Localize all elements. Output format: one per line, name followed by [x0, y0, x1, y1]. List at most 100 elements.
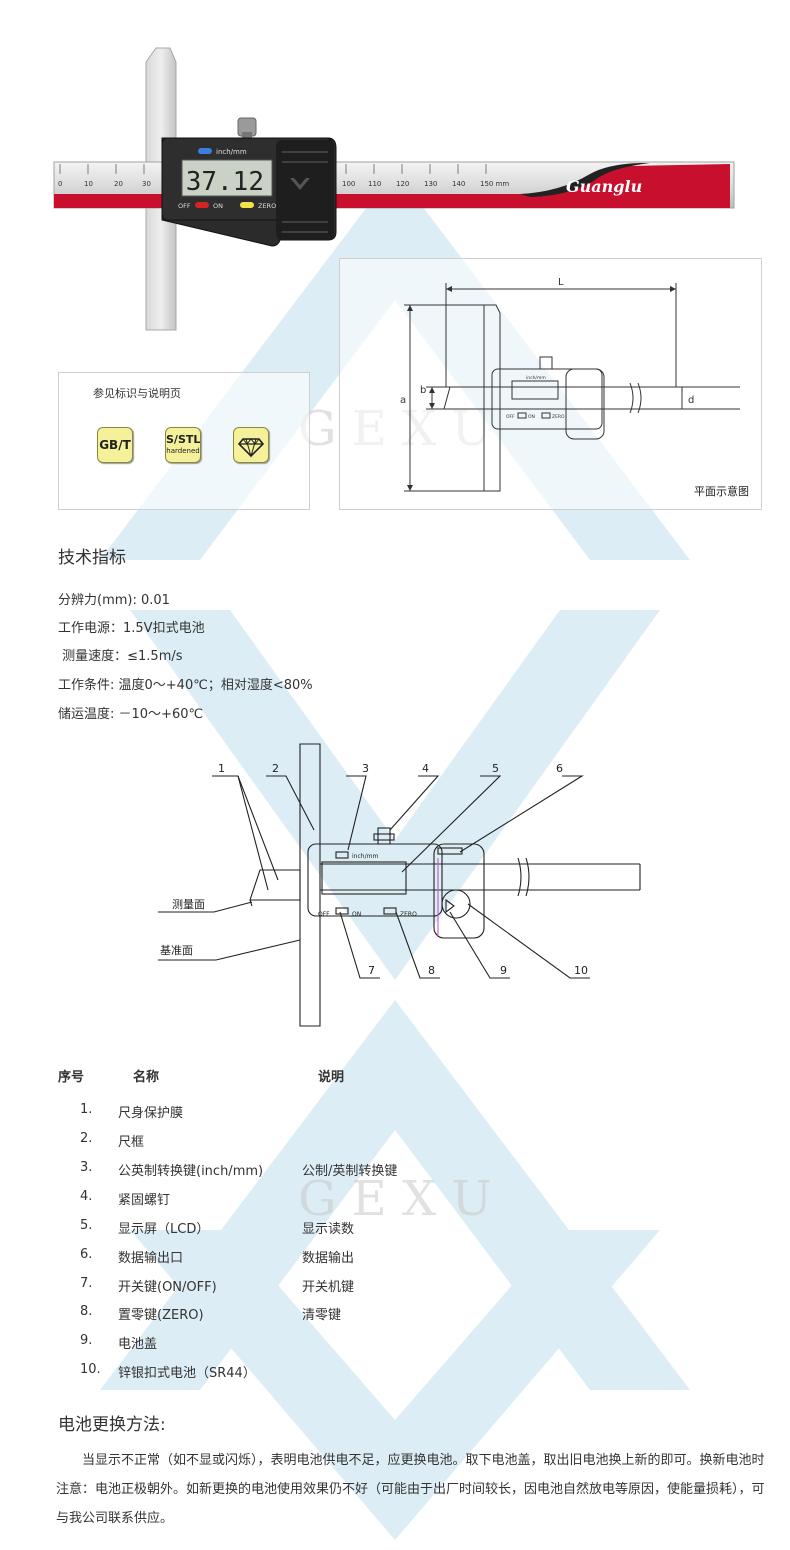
certification-box: 参见标识与说明页 GB/T S/STL hardened	[58, 372, 310, 510]
row-no: 8.	[80, 1304, 93, 1319]
callout-2: 2	[272, 762, 279, 775]
row-no: 2.	[80, 1131, 93, 1146]
row-name: 锌银扣式电池（SR44）	[118, 1366, 256, 1381]
row-name: 开关键(ON/OFF)	[118, 1280, 217, 1295]
depth-caliper-photo: Guanglu 0 10 20 30 100 110 120 130 140 1…	[53, 47, 735, 331]
row-no: 4.	[80, 1189, 93, 1204]
callout-3: 3	[362, 762, 369, 775]
stainless-badge-text: S/STL	[166, 433, 201, 446]
lcd-readout: 37.12	[186, 167, 264, 197]
diagram-zero-label: ZERO	[400, 911, 417, 918]
diagram-unit-label: inch/mm	[352, 853, 378, 860]
table-row: 2. 尺框	[0, 1131, 790, 1151]
plan-view-caption: 平面示意图	[694, 485, 749, 498]
battery-paragraph: 当显示不正常（如不显或闪烁），表明电池供电不足，应更换电池。取下电池盖，取出旧电…	[56, 1446, 776, 1533]
row-desc: 显示读数	[302, 1222, 355, 1237]
callout-9: 9	[500, 964, 507, 977]
battery-heading: 电池更换方法:	[58, 1415, 166, 1435]
table-row: 8. 置零键(ZERO) 清零键	[0, 1304, 790, 1324]
row-no: 5.	[80, 1218, 93, 1233]
unit-label: inch/mm	[216, 148, 247, 156]
spec-line: 储运温度: －10～+60℃	[58, 707, 204, 722]
dim-label-a: a	[400, 395, 406, 406]
row-name: 尺框	[118, 1135, 145, 1150]
table-row: 10. 锌银扣式电池（SR44）	[0, 1362, 790, 1382]
callout-10: 10	[574, 964, 588, 977]
diamond-icon	[237, 438, 265, 458]
table-row: 3. 公英制转换键(inch/mm) 公制/英制转换键	[0, 1160, 790, 1180]
callout-8: 8	[428, 964, 435, 977]
row-name: 电池盖	[118, 1337, 158, 1352]
row-no: 6.	[80, 1247, 93, 1262]
table-row: 9. 电池盖	[0, 1333, 790, 1353]
table-row: 1. 尺身保护膜	[0, 1102, 790, 1122]
table-row: 7. 开关键(ON/OFF) 开关机键	[0, 1276, 790, 1296]
header-no: 序号	[58, 1070, 85, 1085]
scale-label: 30	[142, 180, 151, 188]
table-row: 5. 显示屏（LCD） 显示读数	[0, 1218, 790, 1238]
brand-logo-text: Guanglu	[566, 177, 642, 196]
hardened-badge-text: hardened	[166, 447, 200, 455]
scale-label: 120	[396, 180, 409, 188]
row-no: 10.	[80, 1362, 101, 1377]
header-name: 名称	[133, 1070, 160, 1085]
dim-label-l: L	[558, 277, 564, 288]
row-no: 9.	[80, 1333, 93, 1348]
callout-7: 7	[368, 964, 375, 977]
callout-4: 4	[422, 762, 429, 775]
row-name: 尺身保护膜	[118, 1106, 184, 1121]
table-row: 6. 数据输出口 数据输出	[0, 1247, 790, 1267]
gbt-badge: GB/T	[97, 427, 133, 463]
scale-label: 100	[342, 180, 355, 188]
plan-view-box: L a b d inch/mm OFF ON ZERO 平面示意图	[339, 258, 762, 510]
certification-title: 参见标识与说明页	[93, 387, 181, 400]
off-label: OFF	[178, 202, 191, 210]
diamond-badge	[233, 427, 269, 463]
dim-label-d: d	[688, 395, 694, 406]
scale-label: 110	[368, 180, 381, 188]
row-no: 7.	[80, 1276, 93, 1291]
plan-view-diagram: L a b d inch/mm OFF ON ZERO	[400, 277, 740, 492]
plan-unit-label: inch/mm	[526, 375, 546, 381]
spec-line: 工作条件: 温度0～+40℃；相对湿度<80%	[58, 678, 313, 693]
zero-label: ZERO	[258, 202, 276, 210]
scale-label: 140	[452, 180, 465, 188]
row-name: 紧固螺钉	[118, 1193, 171, 1208]
callout-5: 5	[492, 762, 499, 775]
diagram-off-label: OFF	[318, 911, 330, 918]
dim-label-b: b	[420, 385, 426, 396]
scale-label: 10	[84, 180, 93, 188]
base-face-label: 基准面	[160, 944, 193, 957]
plan-on-label: ON	[528, 414, 535, 420]
spec-line: 测量速度：≤1.5m/s	[58, 649, 183, 664]
row-name: 置零键(ZERO)	[118, 1308, 204, 1323]
spec-line: 分辨力(mm): 0.01	[58, 593, 170, 608]
gbt-badge-text: GB/T	[99, 438, 131, 452]
callout-6: 6	[556, 762, 563, 775]
row-desc: 开关机键	[302, 1280, 355, 1295]
row-no: 3.	[80, 1160, 93, 1175]
parts-diagram: 1 2 3 4 5 6 7 8 9 10 测量面 基准面 inch/mm OFF…	[158, 743, 641, 1027]
scale-label: 20	[114, 180, 123, 188]
watermark-text-2: G E X U	[298, 1171, 492, 1227]
measure-face-label: 测量面	[172, 898, 205, 911]
scale-label: 0	[58, 180, 62, 188]
battery-paragraph-text: 当显示不正常（如不显或闪烁），表明电池供电不足，应更换电池。取下电池盖，取出旧电…	[56, 1453, 765, 1526]
header-desc: 说明	[318, 1070, 345, 1085]
plan-off-label: OFF	[506, 414, 515, 420]
spec-line: 工作电源：1.5V扣式电池	[58, 621, 205, 636]
on-label: ON	[213, 202, 223, 210]
scale-label: 150 mm	[480, 180, 509, 188]
plan-zero-label: ZERO	[552, 414, 565, 420]
diagram-on-label: ON	[352, 911, 361, 918]
stainless-badge: S/STL hardened	[165, 427, 201, 463]
row-name: 公英制转换键(inch/mm)	[118, 1164, 264, 1179]
row-name: 显示屏（LCD）	[118, 1222, 210, 1237]
table-row: 4. 紧固螺钉	[0, 1189, 790, 1209]
row-desc: 公制/英制转换键	[302, 1164, 398, 1179]
tech-spec-heading: 技术指标	[58, 548, 126, 568]
row-name: 数据输出口	[118, 1251, 184, 1266]
callout-1: 1	[218, 762, 225, 775]
row-no: 1.	[80, 1102, 93, 1117]
row-desc: 数据输出	[302, 1251, 355, 1266]
